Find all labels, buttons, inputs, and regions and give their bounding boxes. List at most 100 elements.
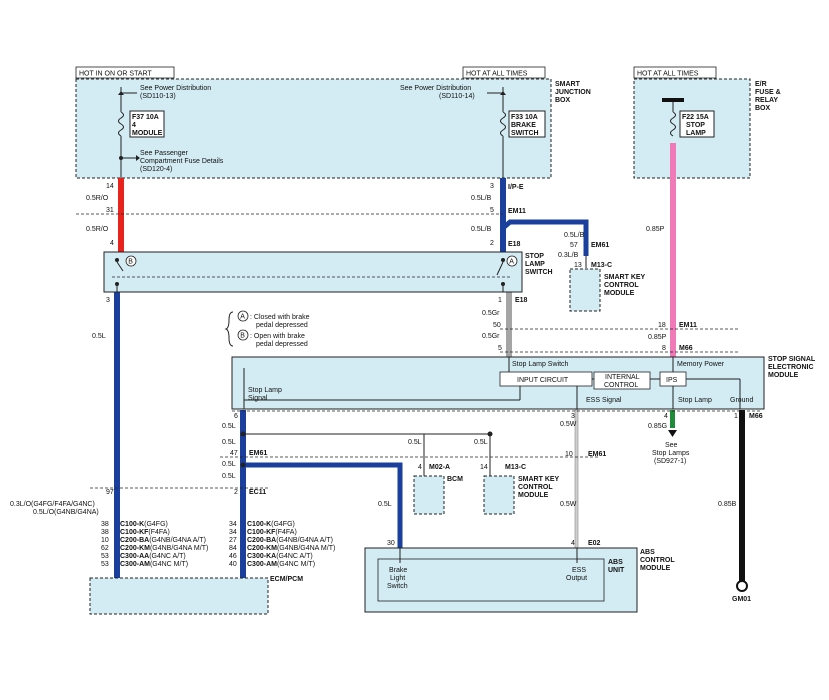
ecm-row-pin: 10 [101, 537, 109, 544]
pin-3a: 3 [490, 183, 494, 190]
pin-1b: 1 [734, 413, 738, 420]
conn-em61-mid: EM61 [249, 450, 267, 457]
pin-18: 18 [658, 322, 666, 329]
wire-gray [506, 292, 512, 357]
pin-5a: 5 [490, 207, 494, 214]
skm2-name-2: CONTROL [518, 484, 553, 491]
er-box-name-4: BOX [755, 105, 771, 112]
ecm-row-connector: C100-K(G4FG) [120, 521, 168, 528]
wire-label-05w-b: 0.5W [560, 501, 577, 508]
wire-label-085g: 0.85G [648, 423, 667, 430]
note-a-2: pedal depressed [256, 322, 308, 329]
wire-label-05l-b: 0.5L [222, 439, 236, 446]
wire-label-05ro-b: 0.5R/O [86, 226, 109, 233]
note-b-2: pedal depressed [256, 341, 308, 348]
junction-box-name-3: BOX [555, 97, 571, 104]
pin-57: 57 [570, 242, 578, 249]
ecm-row-code: C300-AM [247, 561, 277, 568]
wire-label-03lo-2: 0.5L/O(G4NB/G4NA) [33, 509, 99, 516]
wire-label-085p-b: 0.85P [648, 334, 667, 341]
note-marker-b: B [240, 333, 245, 340]
ecm-row-pin: 27 [229, 537, 237, 544]
wire-label-03lo-1: 0.3L/O(G4FG/F4FA/G4NC) [10, 501, 95, 508]
conn-gm01: GM01 [732, 596, 751, 603]
ecm-row-code: C100-K [247, 521, 271, 528]
ecm-row-code: C300-AM [120, 561, 150, 568]
conn-em11-right: EM11 [679, 322, 697, 329]
battery-bus-bar [662, 98, 684, 102]
fuse-f37-label: F37 10A [132, 114, 159, 121]
ecm-row-pin: 53 [101, 561, 109, 568]
switch-marker-b [125, 255, 137, 267]
ecm-row-pin: 53 [101, 553, 109, 560]
see-stop-lamps-1: See [665, 442, 678, 449]
pin-4a: 4 [110, 240, 114, 247]
abs-name-2: ABS [640, 549, 655, 556]
ecm-row-code: C100-KF [247, 529, 276, 536]
bcm-box [413, 475, 445, 515]
wire-blue-sw [500, 178, 506, 252]
pin-5b: 5 [498, 345, 502, 352]
see-pd-left-2: (SD110-13) [140, 93, 176, 100]
junction-box-name-2: JUNCTION [555, 89, 591, 96]
conn-m13c-mid: M13-C [505, 464, 526, 471]
ecm-name: ECM/PCM [270, 576, 303, 583]
conn-ipe: I/P-E [508, 184, 524, 191]
pin-97: 97 [106, 489, 114, 496]
skm1-name-1: SMART KEY [604, 274, 646, 281]
input-circuit-label: INPUT CIRCUIT [517, 377, 569, 384]
header-hot-all-times-2-label: HOT AT ALL TIMES [637, 71, 699, 78]
smart-key-module-1 [569, 268, 601, 312]
pin-4d: 4 [571, 540, 575, 547]
conn-em11-top: EM11 [508, 208, 526, 215]
fuse-f33-label-2: BRAKE [511, 122, 536, 129]
pin-1a: 1 [498, 297, 502, 304]
fuse-f22-label: F22 15A [682, 114, 709, 121]
conn-m13c-top: M13-C [591, 262, 612, 269]
ecm-row-connector: C300-AM(G4NC M/T) [247, 561, 315, 568]
wire-label-05l-d: 0.5L [222, 473, 236, 480]
wire-label-05ro-a: 0.5R/O [86, 195, 109, 202]
bcm-label: BCM [447, 476, 463, 483]
switch-marker-a [506, 255, 518, 267]
wire-white-ess [574, 409, 579, 551]
abs-unit: UNIT [608, 567, 625, 574]
internal-control-1: INTERNAL [605, 374, 640, 381]
ecm-row-code: C200-KM [120, 545, 150, 552]
ecm-pcm-box [89, 577, 269, 615]
conn-e18-top: E18 [508, 241, 521, 248]
module-stop-lamp-switch: Stop Lamp Switch [512, 361, 569, 368]
ecm-row-desc: (G4FG) [271, 521, 295, 528]
pin-3c: 3 [571, 413, 575, 420]
header-hot-on-start-label: HOT IN ON OR START [79, 71, 152, 78]
ecm-row-connector: C300-KA(G4NC A/T) [247, 553, 313, 560]
abs-brake-1: Brake [389, 567, 407, 574]
header-hot-all-times-2: HOT AT ALL TIMES [633, 66, 717, 79]
ecm-row-desc: (G4NB/G4NA A/T) [276, 537, 333, 544]
ecm-row-code: C100-K [120, 521, 144, 528]
module-name-1: STOP SIGNAL [768, 356, 816, 363]
pin-4b: 4 [664, 413, 668, 420]
ecm-row-desc: (G4NB/G4NA M/T) [150, 545, 208, 552]
fuse-f22-label-3: LAMP [686, 130, 706, 137]
fuse-f37-label-3: MODULE [132, 130, 163, 137]
abs-ess-2: Output [566, 575, 587, 582]
note-a-1: : Closed with brake [250, 314, 310, 321]
pin-47: 47 [230, 450, 238, 457]
wire-pink [670, 143, 676, 360]
ecm-row-connector: C200-BA(G4NB/G4NA A/T) [120, 537, 206, 544]
internal-control-box [593, 371, 651, 390]
wire-label-abs: 0.5L [378, 501, 392, 508]
pin-14b: 14 [480, 464, 488, 471]
conn-e02: E02 [588, 540, 601, 547]
wire-blue-abs [243, 462, 403, 548]
switch-marker-b-label: B [128, 259, 133, 266]
pin-2a: 2 [490, 240, 494, 247]
abs-brake-2: Light [390, 575, 405, 582]
module-stop-lamp-signal-1: Stop Lamp [248, 387, 282, 394]
er-box-name-3: RELAY [755, 97, 778, 104]
conn-ec11: EC11 [249, 489, 266, 496]
wire-blue-skm [501, 219, 589, 256]
wire-red [118, 178, 124, 252]
fuse-f33-icon [500, 111, 506, 137]
